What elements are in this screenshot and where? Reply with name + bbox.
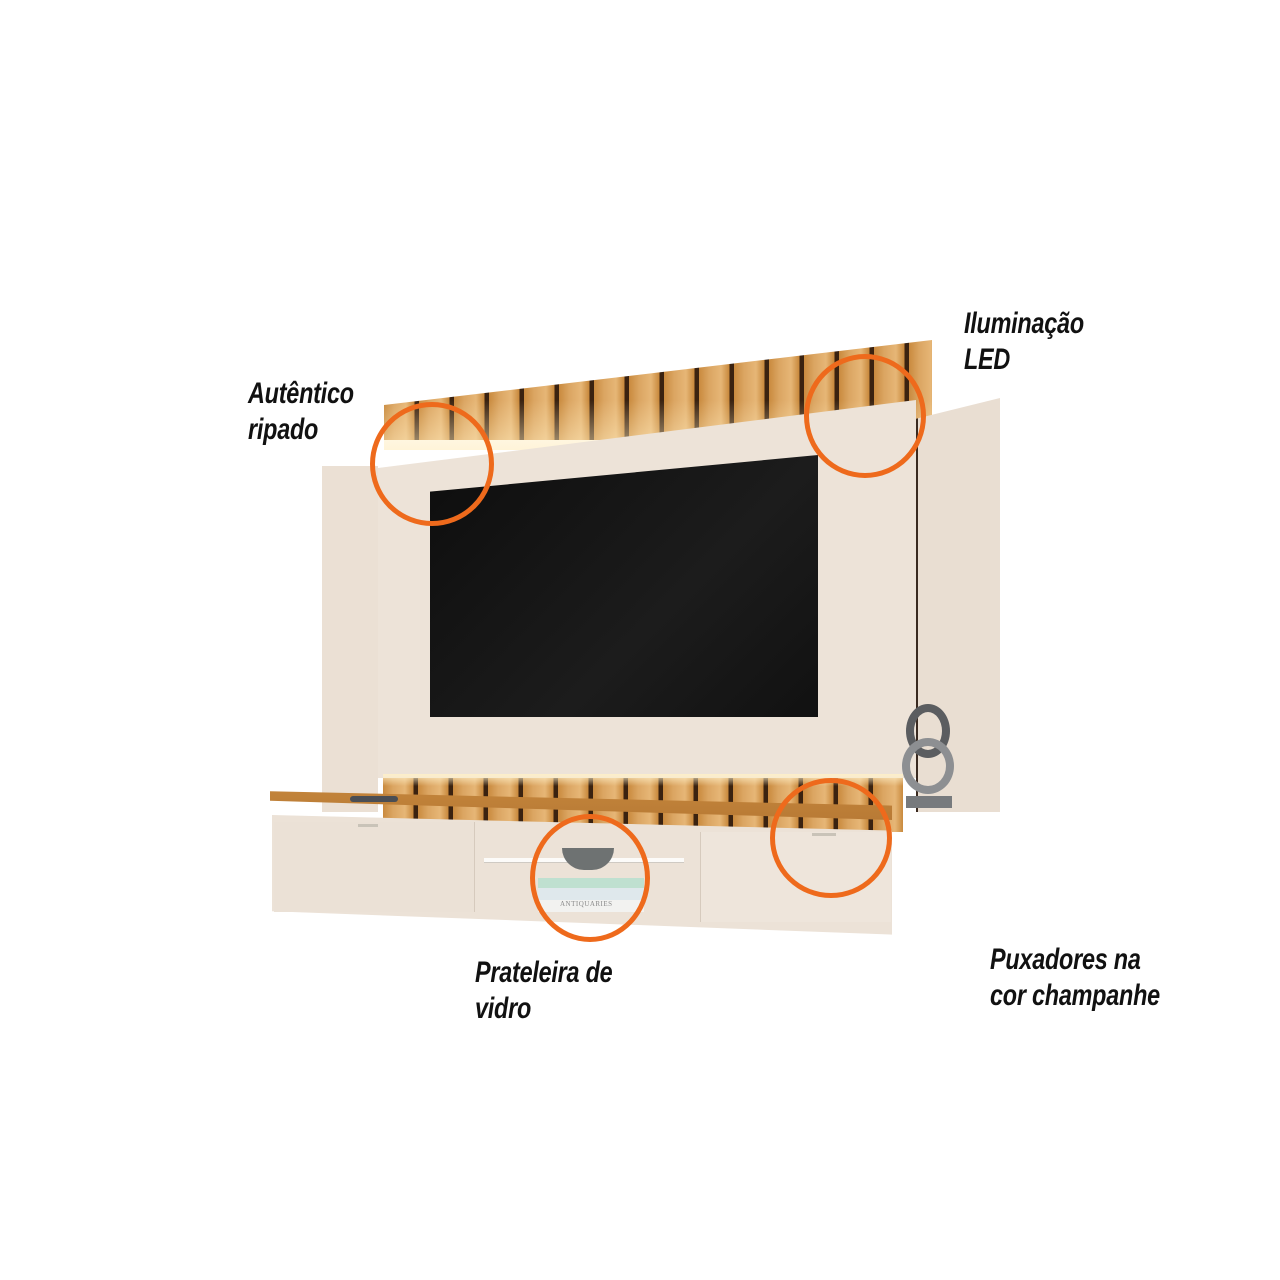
left-side-panel <box>322 466 378 812</box>
left-drawer-handle <box>358 824 378 827</box>
callout-led-line2: LED <box>964 343 1011 376</box>
callout-handles-line2: cor champanhe <box>990 979 1160 1012</box>
callout-glass-shelf-line2: vidro <box>475 992 532 1025</box>
callout-led-line1: Iluminação <box>964 307 1084 340</box>
ring-sculpture <box>902 704 958 808</box>
highlight-circle-led <box>804 354 926 478</box>
callout-handles-line1: Puxadores na <box>990 943 1141 976</box>
callout-glass-shelf: Prateleira de vidro <box>475 955 613 1027</box>
bottom-led-glow <box>383 774 903 786</box>
callout-handles: Puxadores na cor champanhe <box>990 942 1160 1014</box>
remote-control <box>350 796 398 802</box>
left-drawer <box>274 822 475 912</box>
tv-screen <box>430 455 818 717</box>
callout-slatted-line2: ripado <box>248 413 319 446</box>
highlight-circle-handles <box>770 778 892 898</box>
highlight-circle-glass-shelf <box>530 814 650 942</box>
callout-slatted-line1: Autêntico <box>248 377 354 410</box>
highlight-circle-slats <box>370 402 494 526</box>
callout-led: Iluminação LED <box>964 306 1084 378</box>
callout-glass-shelf-line1: Prateleira de <box>475 956 613 989</box>
callout-slatted: Autêntico ripado <box>248 376 354 448</box>
